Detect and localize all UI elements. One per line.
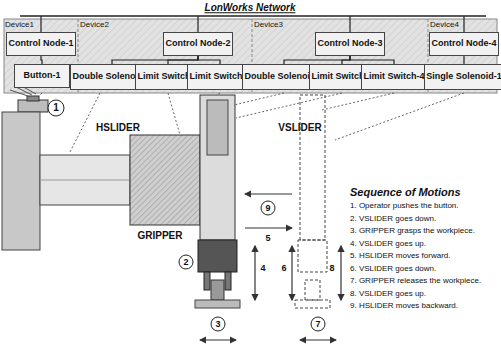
hslider-carriage (130, 135, 200, 225)
callout-number: 1 (53, 102, 59, 114)
connector (198, 56, 220, 64)
connector (342, 56, 350, 64)
text-holder: Control Node-1 (9, 39, 74, 49)
vslider-column (200, 95, 235, 240)
part-label: Device3 (254, 20, 283, 29)
connector (284, 56, 350, 64)
callout-number: 4 (260, 263, 265, 273)
connector (112, 56, 198, 64)
sequence-text: 2. VSLIDER goes down. (350, 214, 436, 223)
text-holder: Single Solenoid-1 (426, 72, 501, 82)
device-box: Button-1 (14, 64, 70, 88)
device-box: Limit Switch-4 (361, 64, 427, 90)
bus-drop (463, 16, 464, 32)
callout-circle (311, 317, 325, 331)
node-text: Button-1 (24, 71, 61, 81)
part-label: Device4 (430, 20, 459, 29)
callout-number: 5 (265, 233, 270, 243)
text-holder: Control Node-4 (432, 39, 497, 49)
callout-circle (261, 201, 275, 215)
connector (350, 56, 394, 64)
horizontal-cylinder (40, 155, 130, 205)
sequence-text: 4. VSLIDER goes up. (350, 239, 426, 248)
part-label: VSLIDER (278, 122, 321, 134)
connector (463, 56, 464, 64)
sequence-text: 1. Operator pushes the button. (350, 201, 459, 210)
gripper-finger (225, 272, 231, 290)
text-holder: Limit Switch-4 (363, 72, 424, 82)
sequence-text: Sequence of Motions (350, 186, 461, 199)
node-text: Control Node-1 (9, 39, 74, 49)
button-plunger (27, 96, 39, 101)
part-label: Device2 (80, 20, 109, 29)
text-holder: Control Node-3 (318, 39, 383, 49)
sequence-text: 7. GRIPPER releases the workpiece. (350, 276, 481, 285)
callout-circle (179, 255, 193, 269)
callout-number: 8 (329, 263, 334, 273)
bus-drop (197, 16, 198, 32)
text-holder: Control Node-2 (166, 39, 231, 49)
device-box: Single Solenoid-1 (424, 64, 501, 90)
part-label: HSLIDER (96, 122, 140, 134)
device-box: Control Node-3 (315, 32, 385, 56)
sequence-text: 8. VSLIDER goes up. (350, 289, 426, 298)
base-block (2, 112, 40, 250)
motion-arrows (200, 194, 341, 340)
node-text: Control Node-4 (432, 39, 497, 49)
callout-number: 9 (265, 203, 270, 213)
device-box: Control Node-2 (163, 32, 233, 56)
part-label: LonWorks Network (205, 2, 296, 14)
workpiece (211, 280, 224, 300)
callout-number: 7 (315, 319, 320, 329)
base-plate (195, 300, 240, 308)
part-label: GRIPPER (137, 230, 182, 242)
push-button (18, 100, 48, 112)
leader-lines (35, 93, 464, 152)
device-box: Control Node-1 (6, 32, 76, 56)
node-text: Limit Switch-4 (363, 72, 424, 82)
gripper-finger (204, 272, 210, 290)
callout-number: 6 (281, 263, 286, 273)
callout-circle (48, 100, 64, 116)
device-box: Control Node-4 (429, 32, 499, 56)
node-text: Control Node-3 (318, 39, 383, 49)
bus-drop (349, 16, 350, 32)
network-bus (20, 15, 486, 17)
sequence-text: 3. GRIPPER grasps the workpiece. (350, 226, 475, 235)
text-holder: Button-1 (24, 71, 61, 81)
bus-drop (40, 16, 41, 32)
node-text: Single Solenoid-1 (426, 72, 501, 82)
callout-circle (211, 317, 225, 331)
sequence-text: 6. VSLIDER goes down. (350, 264, 436, 273)
vertical-cylinder (207, 100, 228, 155)
gripper-body (198, 240, 237, 272)
callout-number: 3 (215, 319, 220, 329)
callout-number: 2 (183, 257, 188, 267)
part-label: Device1 (5, 20, 34, 29)
node-text: Control Node-2 (166, 39, 231, 49)
connector (168, 56, 198, 64)
connector (41, 56, 42, 64)
sequence-text: 5. HSLIDER moves forward. (350, 251, 450, 260)
piston-rod (40, 180, 130, 181)
sequence-text: 9. HSLIDER moves backward. (350, 301, 458, 310)
